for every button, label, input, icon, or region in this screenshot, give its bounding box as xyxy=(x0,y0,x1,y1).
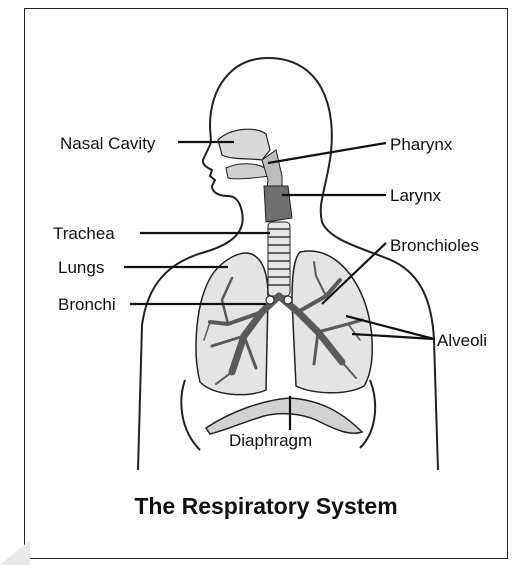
label-alveoli: Alveoli xyxy=(437,331,487,350)
trachea-shape xyxy=(268,222,290,296)
label-bronchioles: Bronchioles xyxy=(390,236,479,255)
diagram-caption: The Respiratory System xyxy=(24,493,508,520)
diaphragm-shape xyxy=(206,398,362,434)
label-nasal-cavity: Nasal Cavity xyxy=(60,134,156,153)
label-trachea: Trachea xyxy=(53,224,115,243)
label-larynx: Larynx xyxy=(390,186,442,205)
label-pharynx: Pharynx xyxy=(390,135,453,154)
label-lungs: Lungs xyxy=(58,258,104,277)
label-bronchi: Bronchi xyxy=(58,295,116,314)
label-diaphragm: Diaphragm xyxy=(229,431,312,450)
page-curl-decoration xyxy=(0,540,30,565)
larynx-shape xyxy=(264,186,292,222)
